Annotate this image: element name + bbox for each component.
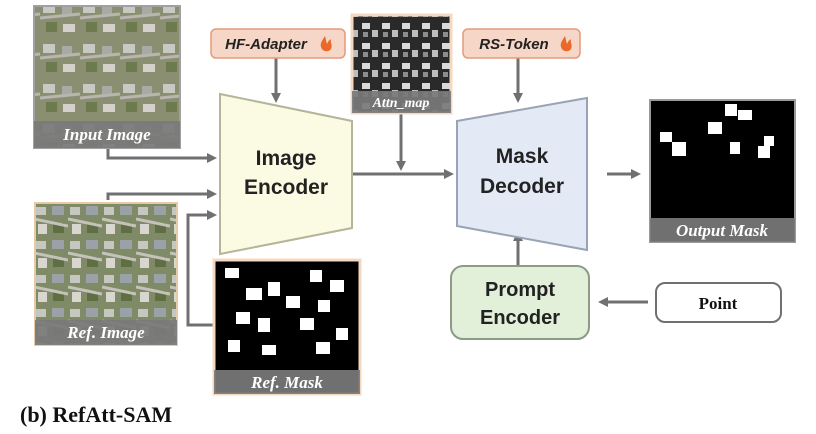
ref-image-label: Ref. Image <box>66 323 145 342</box>
image-encoder-line1: Image <box>256 147 317 170</box>
ref-mask-label: Ref. Mask <box>250 373 323 392</box>
prompt-encoder-line2: Encoder <box>480 307 560 329</box>
rs-token-box: RS-Token <box>462 28 581 59</box>
point-box: Point <box>655 282 782 323</box>
ref-image-panel: Ref. Image <box>34 202 178 346</box>
input-image-panel: Input Image <box>33 5 181 149</box>
output-mask-panel: Output Mask <box>649 99 796 243</box>
mask-decoder-line2: Decoder <box>480 175 564 198</box>
arrow-ref-mask-to-encoder <box>186 210 217 327</box>
output-mask-shapes <box>660 104 774 158</box>
rs-token-label: RS-Token <box>479 36 548 53</box>
hf-adapter-label: HF-Adapter <box>225 36 308 53</box>
output-mask-label: Output Mask <box>676 221 769 240</box>
image-encoder-line2: Encoder <box>244 176 328 199</box>
fire-icon <box>560 36 572 52</box>
input-image-label: Input Image <box>62 125 151 144</box>
ref-mask-panel: Ref. Mask <box>212 258 362 396</box>
mask-decoder: Mask Decoder <box>456 96 588 252</box>
attn-map-panel: Attn_map <box>350 13 453 115</box>
prompt-encoder-line1: Prompt <box>485 279 555 301</box>
arrow-ref-image-to-encoder <box>106 189 217 200</box>
arrows <box>106 58 648 327</box>
point-label: Point <box>699 294 738 313</box>
attn-map-label: Attn_map <box>372 96 430 111</box>
figure-caption: (b) RefAtt-SAM <box>20 402 172 427</box>
fire-icon <box>320 36 332 52</box>
hf-adapter-box: HF-Adapter <box>210 28 346 59</box>
mask-decoder-line1: Mask <box>496 145 549 168</box>
prompt-encoder: Prompt Encoder <box>450 265 590 340</box>
ref-mask-shapes <box>225 268 348 355</box>
image-encoder: Image Encoder <box>219 92 353 256</box>
arrow-input-to-encoder <box>106 148 217 163</box>
